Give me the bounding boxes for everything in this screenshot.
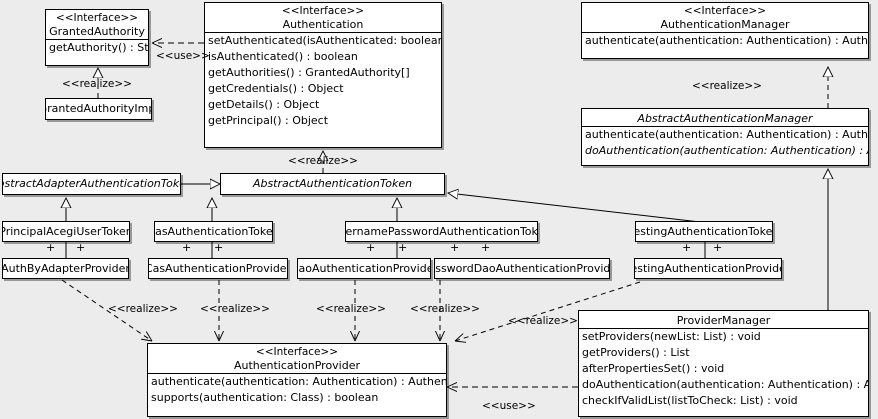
- operation-row: getPrincipal() : Object: [208, 114, 329, 127]
- class-stereotype: <<Interface>>: [55, 12, 139, 24]
- class-name: ProviderManager: [676, 314, 771, 327]
- class-name: Authentication: [282, 18, 364, 31]
- operations-compartment: authenticate(authentication: Authenticat…: [582, 127, 868, 159]
- class-name: TestingAuthenticationToken: [635, 224, 773, 238]
- class-stereotype: <<Interface>>: [255, 346, 339, 358]
- association-marker: +: [76, 241, 86, 254]
- class-name: UsernamePasswordAuthenticationToken: [345, 224, 538, 238]
- edge-label-realize-dao-authentication-provider: <<realize>>: [316, 303, 386, 315]
- association-marker: +: [214, 241, 224, 254]
- operation-row: afterPropertiesSet() : void: [582, 362, 725, 375]
- edge-label-realize-granted-authority-impl: <<realize>>: [62, 78, 132, 90]
- operations-compartment: getAuthority() : String: [46, 40, 148, 56]
- operations-compartment: authenticate(authentication: Authenticat…: [148, 374, 446, 406]
- class-username-password-authentication-token[interactable]: UsernamePasswordAuthenticationToken: [345, 221, 538, 242]
- class-password-dao-authentication-provider[interactable]: PasswordDaoAuthenticationProvider: [434, 258, 610, 279]
- association-marker: +: [366, 241, 376, 254]
- class-granted-authority[interactable]: <<Interface>> GrantedAuthority getAuthor…: [45, 9, 149, 66]
- class-name: DaoAuthenticationProvider: [297, 261, 431, 275]
- class-header: <<Interface>> Authentication: [205, 3, 441, 32]
- association-marker: +: [182, 241, 192, 254]
- class-provider-manager[interactable]: ProviderManager setProviders(newList: Li…: [578, 310, 869, 417]
- compartment-divider: [46, 39, 148, 40]
- edge-label-realize-cas-authentication-provider: <<realize>>: [200, 303, 270, 315]
- class-abstract-authentication-manager[interactable]: AbstractAuthenticationManager authentica…: [581, 108, 869, 166]
- class-abstract-adapter-authentication-token[interactable]: AbstractAdapterAuthenticationToken: [2, 173, 181, 195]
- operation-row: doAuthentication(authentication: Authent…: [582, 378, 868, 391]
- class-cas-authentication-provider[interactable]: CasAuthenticationProvider: [148, 258, 288, 279]
- class-header: <<Interface>> AuthenticationProvider: [148, 344, 446, 373]
- operation-row: isAuthenticated() : boolean: [208, 50, 358, 63]
- compartment-divider: [148, 373, 446, 374]
- class-header: AbstractAuthenticationManager: [582, 109, 868, 126]
- operation-row: authenticate(authentication: Authenticat…: [585, 34, 868, 47]
- class-dao-authentication-provider[interactable]: DaoAuthenticationProvider: [297, 258, 431, 279]
- operation-row: getDetails() : Object: [208, 98, 320, 111]
- class-cas-authentication-token[interactable]: CasAuthenticationToken: [154, 221, 273, 242]
- operation-row: supports(authentication: Class) : boolea…: [151, 391, 379, 404]
- association-marker: +: [481, 241, 491, 254]
- class-name: AbstractAdapterAuthenticationToken: [3, 177, 180, 190]
- class-name: AuthenticationManager: [660, 18, 790, 31]
- class-header: <<Interface>> AuthenticationManager: [582, 3, 868, 32]
- edge-label-realize-abstract-authentication-token: <<realize>>: [288, 155, 358, 167]
- edge-label-use-provider-manager: <<use>>: [482, 400, 536, 412]
- edge-label-realize-abstract-authentication-manager: <<realize>>: [692, 80, 762, 92]
- operations-compartment: authenticate(authentication: Authenticat…: [582, 33, 868, 49]
- edge-label-realize-auth-by-adapter-provider: <<realize>>: [108, 303, 178, 315]
- class-header: ProviderManager: [579, 311, 868, 328]
- association-marker: +: [682, 241, 692, 254]
- operations-compartment: setAuthenticated(isAuthenticated: boolea…: [205, 33, 441, 129]
- edge-label-realize-password-dao-authentication-provider: <<realize>>: [410, 303, 480, 315]
- edge-label-realize-testing-authentication-provider: <<realize>>: [508, 315, 578, 327]
- class-name: PasswordDaoAuthenticationProvider: [435, 261, 610, 275]
- operation-row: getProviders() : List: [582, 346, 690, 359]
- operation-row: getAuthority() : String: [49, 41, 148, 54]
- class-auth-by-adapter-provider[interactable]: AuthByAdapterProvider: [2, 258, 129, 279]
- class-name: TestingAuthenticationProvider: [635, 261, 781, 275]
- class-name: AuthByAdapterProvider: [2, 261, 129, 275]
- class-name: AbstractAuthenticationManager: [637, 112, 813, 125]
- operation-row: doAuthentication(authentication: Authent…: [585, 144, 868, 157]
- association-marker: +: [398, 241, 408, 254]
- operation-row: checkIfValidList(listToCheck: List) : vo…: [582, 394, 798, 407]
- class-stereotype: <<Interface>>: [683, 5, 767, 17]
- association-marker: +: [46, 241, 56, 254]
- class-authentication[interactable]: <<Interface>> Authentication setAuthenti…: [204, 2, 442, 148]
- class-testing-authentication-provider[interactable]: TestingAuthenticationProvider: [634, 258, 782, 279]
- edge-label-use-granted-authority: <<use>>: [156, 50, 210, 62]
- class-name: CasAuthenticationToken: [154, 224, 273, 238]
- class-name: CasAuthenticationProvider: [148, 261, 288, 275]
- class-name: GrantedAuthorityImpl: [45, 102, 151, 115]
- class-granted-authority-impl[interactable]: GrantedAuthorityImpl: [45, 98, 152, 120]
- class-testing-authentication-token[interactable]: TestingAuthenticationToken: [635, 221, 773, 242]
- operation-row: setAuthenticated(isAuthenticated: boolea…: [208, 34, 441, 47]
- class-name: GrantedAuthority: [49, 25, 145, 38]
- association-marker: +: [450, 241, 460, 254]
- class-authentication-provider[interactable]: <<Interface>> AuthenticationProvider aut…: [147, 343, 447, 417]
- compartment-divider: [205, 32, 441, 33]
- compartment-divider: [582, 126, 868, 127]
- class-stereotype: <<Interface>>: [281, 5, 365, 17]
- class-principal-acegi-user-token[interactable]: PrincipalAcegiUserToken: [2, 221, 130, 242]
- compartment-divider: [582, 32, 868, 33]
- association-marker: +: [713, 241, 723, 254]
- operation-row: getCredentials() : Object: [208, 82, 344, 95]
- class-header: <<Interface>> GrantedAuthority: [46, 10, 148, 39]
- class-authentication-manager[interactable]: <<Interface>> AuthenticationManager auth…: [581, 2, 869, 59]
- operation-row: authenticate(authentication: Authenticat…: [585, 128, 868, 141]
- operations-compartment: setProviders(newList: List) : void getPr…: [579, 329, 868, 409]
- class-abstract-authentication-token[interactable]: AbstractAuthenticationToken: [220, 173, 445, 195]
- operation-row: authenticate(authentication: Authenticat…: [151, 375, 446, 388]
- class-name: PrincipalAcegiUserToken: [2, 224, 130, 238]
- class-name: AbstractAuthenticationToken: [252, 177, 413, 190]
- operation-row: getAuthorities() : GrantedAuthority[]: [208, 66, 410, 79]
- operation-row: setProviders(newList: List) : void: [582, 330, 761, 343]
- class-name: AuthenticationProvider: [233, 359, 361, 372]
- compartment-divider: [579, 328, 868, 329]
